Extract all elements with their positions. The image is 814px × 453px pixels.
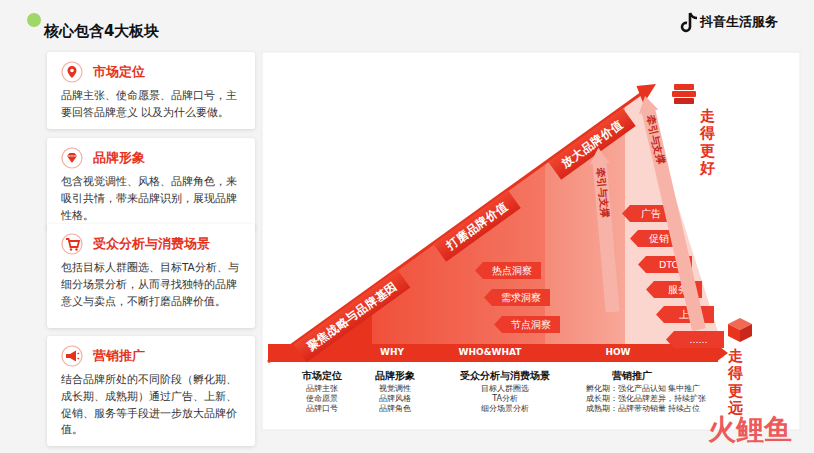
better-icon bbox=[672, 84, 696, 104]
slide-title: 核心包含4大板块 bbox=[44, 22, 159, 41]
label: 品牌形象 bbox=[375, 370, 415, 381]
farther-icon bbox=[728, 318, 752, 342]
label: HOW bbox=[605, 347, 630, 358]
label: 成熟期：品牌带动销量 持续占位 bbox=[586, 404, 700, 413]
label: 火鲤鱼 bbox=[708, 413, 792, 447]
tag-text: 需求洞察 bbox=[491, 289, 550, 306]
arrow-tag: 上新 bbox=[656, 306, 714, 323]
label: 品牌口号 bbox=[306, 404, 338, 414]
card-icon bbox=[61, 147, 83, 169]
label: 目标人群圈选 bbox=[481, 384, 529, 394]
label: 使命愿景 bbox=[306, 394, 338, 404]
card-body: 品牌主张、使命愿景、品牌口号，主要回答品牌意义 以及为什么要做。 bbox=[61, 87, 245, 121]
label: 孵化期：强化产品认知 集中推广 bbox=[586, 384, 700, 393]
module-card: 品牌形象包含视觉调性、风格、品牌角色，来吸引共情，带来品牌识别，展现品牌性格。 bbox=[47, 138, 255, 231]
module-card: 市场定位品牌主张、使命愿景、品牌口号，主要回答品牌意义 以及为什么要做。 bbox=[47, 52, 255, 129]
card-icon bbox=[61, 233, 83, 255]
diagonal-arrow bbox=[268, 93, 642, 362]
goal-label: 走得更好 bbox=[700, 108, 716, 177]
card-heading: 受众分析与消费场景 bbox=[93, 233, 245, 255]
logo-note bbox=[682, 13, 697, 31]
arrow-tag: 节点洞察 bbox=[494, 316, 560, 333]
card-icon bbox=[61, 61, 83, 83]
module-card: 营销推广结合品牌所处的不同阶段（孵化期、成长期、成熟期）通过广告、上新、促销、服… bbox=[47, 336, 255, 446]
module-card: 受众分析与消费场景包括目标人群圈选、目标TA分析、与细分场景分析，从而寻找独特的… bbox=[47, 224, 255, 328]
label: 视觉调性 bbox=[379, 384, 411, 394]
arrow-tag: 需求洞察 bbox=[484, 289, 550, 306]
arrow-text: 牵引与支撑 bbox=[593, 167, 611, 218]
tag-text: 节点洞察 bbox=[501, 316, 560, 333]
card-body: 包含视觉调性、风格、品牌角色，来吸引共情，带来品牌识别，展现品牌性格。 bbox=[61, 173, 245, 223]
goal-label: 走得更远 bbox=[728, 348, 744, 417]
card-heading: 品牌形象 bbox=[93, 147, 245, 169]
card-heading: 市场定位 bbox=[93, 61, 245, 83]
label: 受众分析与消费场景 bbox=[460, 370, 550, 381]
label: 细分场景分析 bbox=[481, 404, 529, 414]
label: WHO&WHAT bbox=[459, 347, 522, 358]
tag-text: ...... bbox=[673, 331, 724, 348]
label: 成长期：强化品牌差异，持续扩张 bbox=[586, 394, 706, 403]
card-heading: 营销推广 bbox=[93, 345, 245, 367]
label: WHY bbox=[380, 347, 404, 358]
label: 市场定位 bbox=[302, 370, 342, 381]
label: 营销推广 bbox=[612, 370, 652, 381]
base-bar bbox=[268, 344, 718, 362]
card-icon bbox=[61, 345, 83, 367]
arrow-tag: ...... bbox=[666, 331, 724, 348]
label: TA分析 bbox=[492, 394, 518, 404]
tag-text: 热点洞察 bbox=[482, 262, 541, 279]
card-body: 结合品牌所处的不同阶段（孵化期、成长期、成熟期）通过广告、上新、促销、服务等手段… bbox=[61, 371, 245, 438]
card-body: 包括目标人群圈选、目标TA分析、与细分场景分析，从而寻找独特的品牌意义与卖点，不… bbox=[61, 259, 245, 309]
label: 品牌角色 bbox=[379, 404, 411, 414]
label: 抖音生活服务 bbox=[700, 14, 778, 30]
label: 品牌风格 bbox=[379, 394, 411, 404]
diagram-panel bbox=[262, 52, 800, 430]
label: 品牌主张 bbox=[306, 384, 338, 394]
green-dot bbox=[27, 13, 41, 27]
arrow-tag: 热点洞察 bbox=[475, 262, 541, 279]
